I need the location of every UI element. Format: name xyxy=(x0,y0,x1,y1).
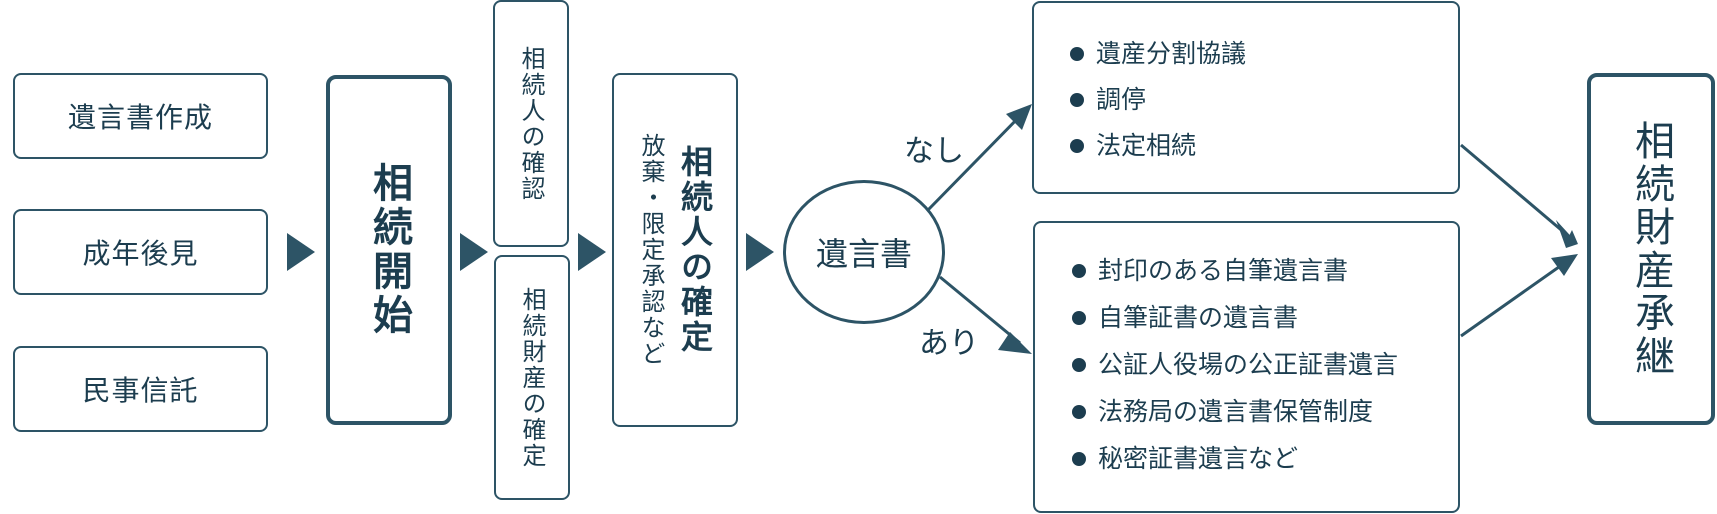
will-exists-box: 封印のある自筆遺言書 自筆証書の遺言書 公証人役場の公正証書遺言 法務局の遺言書… xyxy=(1033,221,1460,513)
no-will-box: 遺産分割協議 調停 法定相続 xyxy=(1032,1,1460,194)
list-item: 調停 xyxy=(1070,87,1246,112)
input-box-will-creation: 遺言書作成 xyxy=(13,73,268,159)
flow-arrow xyxy=(287,233,315,271)
list-item: 自筆証書の遺言書 xyxy=(1072,305,1398,330)
list-item: 封印のある自筆遺言書 xyxy=(1072,258,1398,283)
arrowhead-yes-end xyxy=(1551,254,1578,276)
arrowhead-yes xyxy=(998,332,1032,354)
estate-succession-box: 相続財産承継 xyxy=(1587,73,1715,425)
estate-determination-box: 相続財産の確定 xyxy=(494,255,570,500)
heir-check-label: 相続人の確認 xyxy=(517,45,545,202)
input-box-civil-trust: 民事信託 xyxy=(13,346,268,432)
heir-determination-box: 放棄・限定承認など 相続人の確定 xyxy=(612,73,738,427)
branch-label-yes: あり xyxy=(919,326,979,361)
arrow-none-to-end xyxy=(1460,143,1567,236)
flow-arrow xyxy=(746,233,774,271)
input-label: 民事信託 xyxy=(82,374,199,407)
will-exists-list: 封印のある自筆遺言書 自筆証書の遺言書 公証人役場の公正証書遺言 法務局の遺言書… xyxy=(1072,258,1398,471)
arrow-yes-to-end xyxy=(1460,260,1567,338)
input-label: 遺言書作成 xyxy=(67,101,213,134)
renounce-label: 放棄・限定承認など xyxy=(637,133,665,367)
heir-determination-label: 相続人の確定 xyxy=(676,145,714,355)
will-oval: 遺言書 xyxy=(783,180,945,324)
list-item: 法定相続 xyxy=(1070,133,1246,158)
inheritance-start-label: 相続開始 xyxy=(366,162,412,338)
input-box-guardianship: 成年後見 xyxy=(13,209,268,295)
inheritance-start-box: 相続開始 xyxy=(326,75,452,425)
list-item: 公証人役場の公正証書遺言 xyxy=(1072,352,1398,377)
no-will-list: 遺産分割協議 調停 法定相続 xyxy=(1070,41,1246,158)
estate-succession-label: 相続財産承継 xyxy=(1628,120,1674,378)
list-item: 法務局の遺言書保管制度 xyxy=(1072,399,1398,424)
flow-arrow xyxy=(460,233,488,271)
input-label: 成年後見 xyxy=(82,237,199,270)
arrowhead-none-end xyxy=(1552,222,1578,244)
arrowhead-none xyxy=(1006,104,1032,130)
flow-arrow xyxy=(578,233,606,271)
branch-label-none: なし xyxy=(904,134,964,169)
will-label: 遺言書 xyxy=(815,235,912,273)
heir-check-box: 相続人の確認 xyxy=(493,0,569,247)
estate-determination-label: 相続財産の確定 xyxy=(518,286,546,469)
list-item: 遺産分割協議 xyxy=(1070,41,1246,66)
list-item: 秘密証書遺言など xyxy=(1072,446,1398,471)
